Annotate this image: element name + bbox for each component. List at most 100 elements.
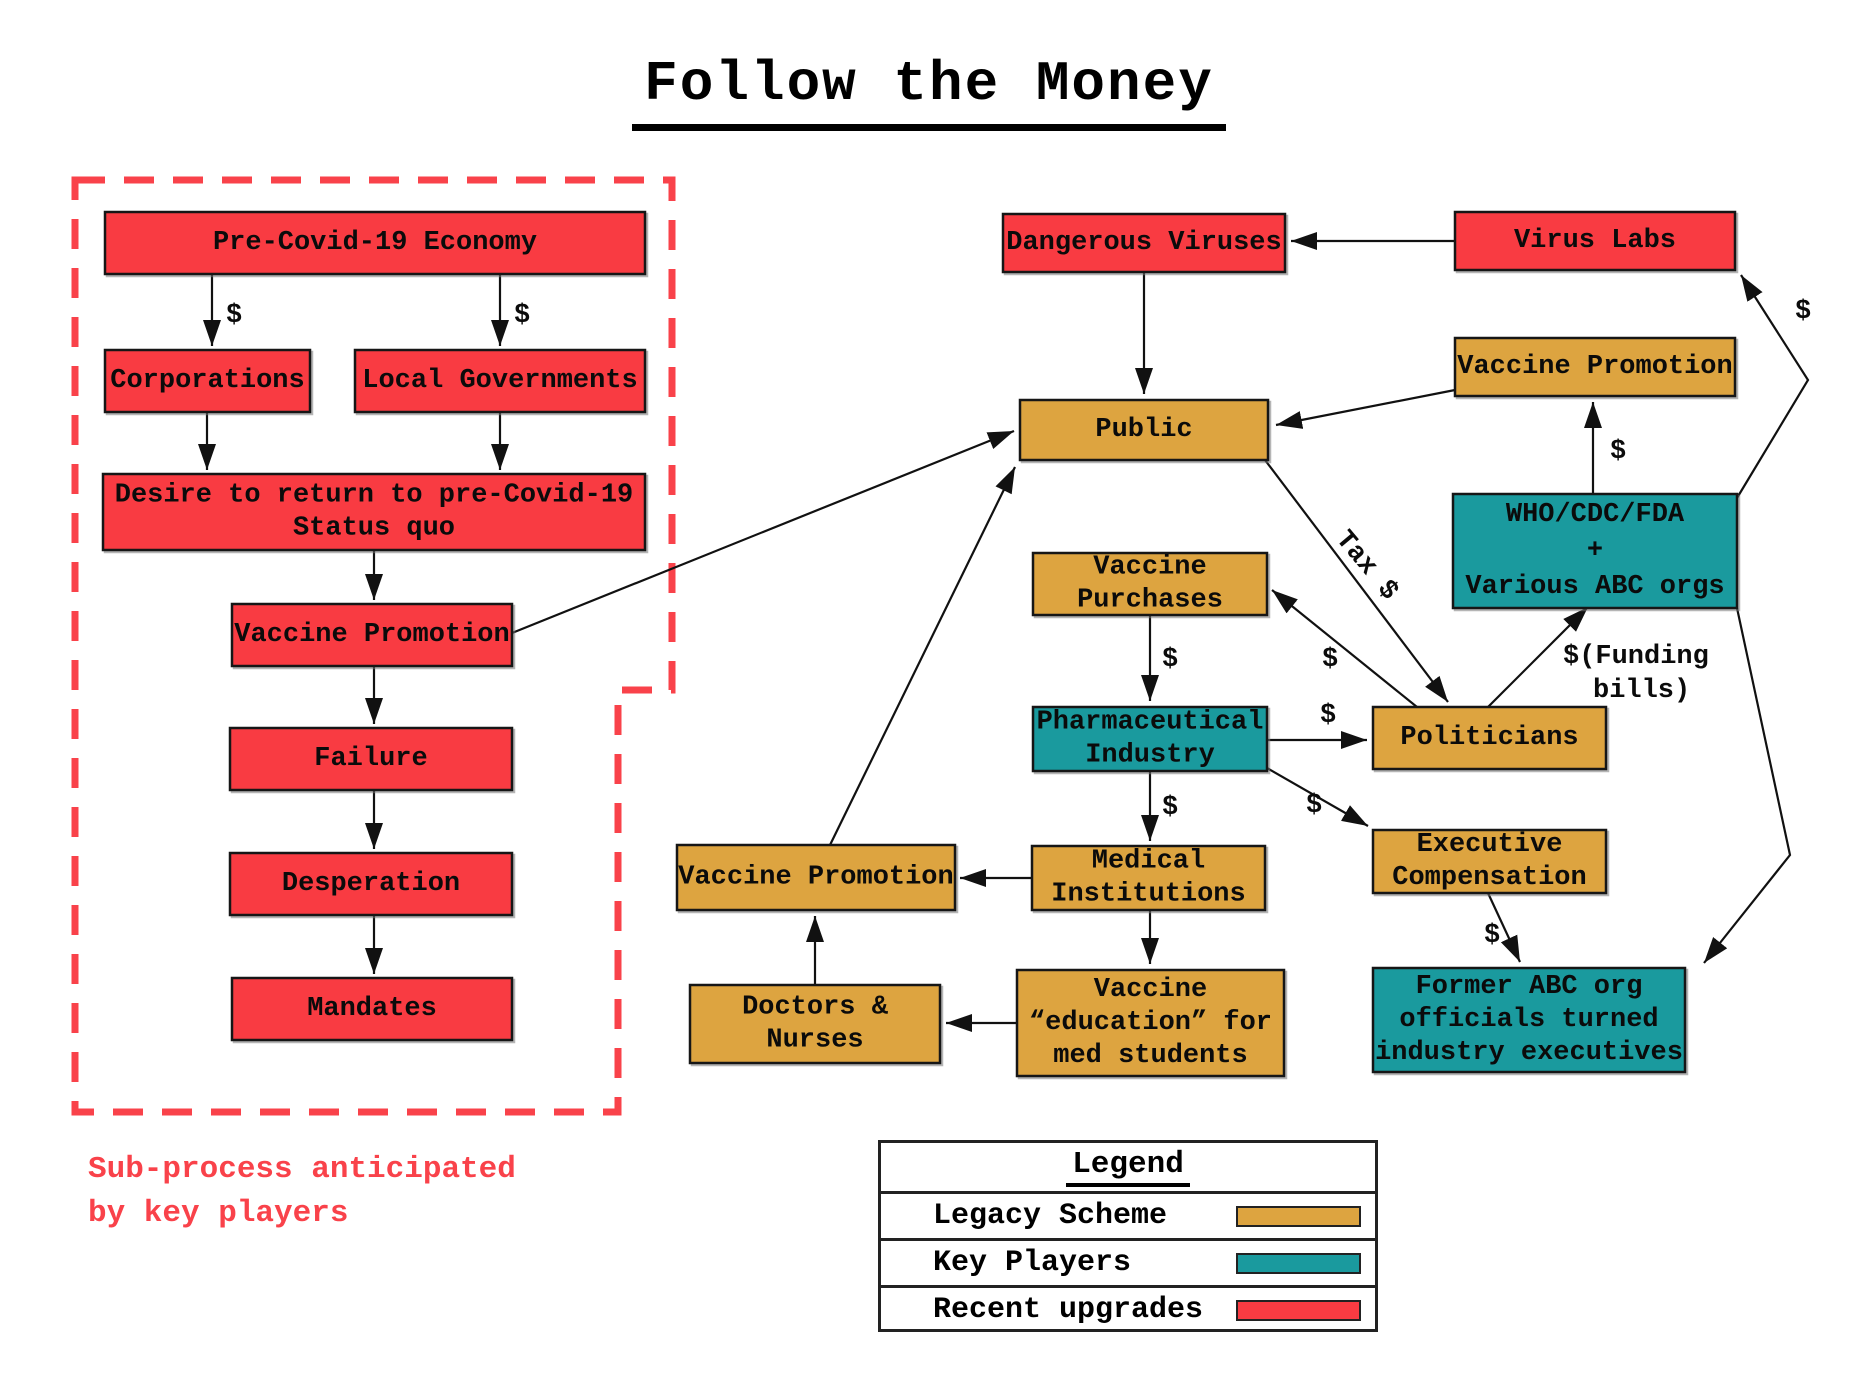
node-failure-box — [228, 726, 514, 792]
legend-row-key-players: Key Players — [881, 1238, 1375, 1285]
node-vaccine-education-box — [1015, 968, 1286, 1078]
node-dangerous-viruses: Dangerous Viruses — [1001, 212, 1287, 274]
edge-who-to-vaccine-promotion-right-label-0: $ — [1610, 437, 1626, 467]
edge-vaccine-promotion-right-to-public — [1275, 388, 1456, 429]
edge-who-to-former-abc — [1703, 607, 1792, 964]
legend-swatch-recent-upgrades — [1236, 1299, 1361, 1321]
node-vaccine-promotion-center-label: Vaccine Promotion — [678, 863, 953, 893]
node-vaccine-promotion-center: Vaccine Promotion — [675, 843, 957, 912]
node-local-governments: Local Governments — [353, 348, 647, 414]
node-desire-return-box — [101, 472, 647, 552]
node-pre-covid-economy: Pre-Covid-19 Economy — [103, 210, 647, 276]
node-medical-institutions-box — [1030, 844, 1267, 912]
node-virus-labs-box — [1453, 210, 1737, 272]
edge-politicians-to-who-label-1: bills) — [1593, 676, 1690, 706]
node-vaccine-promotion-left-label: Vaccine Promotion — [234, 620, 509, 650]
node-politicians-box — [1371, 705, 1608, 771]
node-failure: Failure — [228, 726, 514, 792]
subprocess-outline — [71, 176, 676, 1116]
node-mandates: Mandates — [230, 976, 514, 1042]
node-corporations-label: Corporations — [110, 366, 304, 396]
node-mandates-label: Mandates — [307, 994, 437, 1024]
node-public: Public — [1018, 398, 1270, 462]
node-corporations-box — [103, 348, 312, 414]
node-pre-covid-economy-label: Pre-Covid-19 Economy — [213, 228, 537, 258]
node-desperation: Desperation — [228, 851, 514, 917]
subprocess-footnote-line1: Sub-process anticipated — [88, 1152, 516, 1187]
legend-title: Legend — [1066, 1147, 1190, 1187]
node-dangerous-viruses-label: Dangerous Viruses — [1006, 228, 1281, 258]
edge-economy-to-local-governments-label-0: $ — [514, 301, 530, 331]
edge-executive-compensation-to-former-abc — [1487, 892, 1521, 963]
node-pharmaceutical-industry-box — [1031, 705, 1269, 773]
edge-pharma-to-politicians-label-0: $ — [1320, 701, 1336, 731]
node-vaccine-purchases-box — [1031, 551, 1269, 617]
legend-swatch-legacy-scheme — [1236, 1205, 1361, 1227]
node-corporations: Corporations — [103, 348, 312, 414]
legend-label-recent-upgrades: Recent upgrades — [933, 1293, 1204, 1327]
legend-row-legacy-scheme: Legacy Scheme — [881, 1191, 1375, 1238]
edge-politicians-to-vaccine-purchases — [1271, 589, 1418, 708]
edge-politicians-to-vaccine-purchases-label-0: $ — [1322, 645, 1338, 675]
subprocess-footnote: Sub-process anticipated by key players — [88, 1148, 516, 1236]
edge-public-to-politicians — [1264, 459, 1449, 703]
node-vaccine-promotion-right-label: Vaccine Promotion — [1457, 352, 1732, 382]
node-pre-covid-economy-box — [103, 210, 647, 276]
node-virus-labs: Virus Labs — [1453, 210, 1737, 272]
node-vaccine-promotion-center-box — [675, 843, 957, 912]
node-public-box — [1018, 398, 1270, 462]
legend-row-recent-upgrades: Recent upgrades — [881, 1285, 1375, 1332]
node-executive-compensation-box — [1371, 828, 1608, 895]
node-dangerous-viruses-box — [1001, 212, 1287, 274]
edge-economy-to-corporations-label-0: $ — [226, 301, 242, 331]
node-desperation-label: Desperation — [282, 869, 460, 899]
edge-executive-compensation-to-former-abc-label-0: $ — [1484, 921, 1500, 951]
edge-who-to-virus-labs — [1736, 274, 1810, 499]
node-public-label: Public — [1095, 415, 1192, 445]
node-who-cdc-fda-box — [1451, 492, 1739, 610]
page-title-text: Follow the Money — [632, 52, 1226, 131]
node-vaccine-promotion-right: Vaccine Promotion — [1453, 336, 1737, 398]
node-vaccine-promotion-left: Vaccine Promotion — [230, 602, 514, 668]
subprocess-footnote-line2: by key players — [88, 1196, 349, 1232]
edge-pharma-to-executive-compensation-label-0: $ — [1306, 791, 1322, 821]
node-doctors-nurses-label: Doctors &Nurses — [742, 993, 889, 1056]
node-local-governments-box — [353, 348, 647, 414]
node-doctors-nurses: Doctors &Nurses — [688, 983, 942, 1065]
node-politicians: Politicians — [1371, 705, 1608, 771]
node-who-cdc-fda-label: WHO/CDC/FDA+Various ABC orgs — [1465, 500, 1724, 602]
legend-header: Legend — [881, 1143, 1375, 1191]
legend: Legend Legacy Scheme Key Players Recent … — [878, 1140, 1378, 1332]
edge-politicians-to-who-label-0: $(Funding — [1563, 642, 1709, 672]
edge-who-to-virus-labs-label-0: $ — [1795, 297, 1811, 327]
node-vaccine-promotion-left-box — [230, 602, 514, 668]
node-mandates-box — [230, 976, 514, 1042]
edge-vaccine-promotion-left-to-public — [511, 429, 1015, 635]
edge-vaccine-purchases-to-pharma-label-0: $ — [1162, 645, 1178, 675]
node-vaccine-promotion-right-box — [1453, 336, 1737, 398]
node-local-governments-label: Local Governments — [362, 366, 637, 396]
legend-swatch-key-players — [1236, 1252, 1361, 1274]
edge-pharma-to-executive-compensation — [1266, 767, 1369, 827]
node-virus-labs-label: Virus Labs — [1514, 226, 1676, 256]
node-former-abc-officials-box — [1371, 966, 1687, 1074]
legend-label-legacy-scheme: Legacy Scheme — [933, 1199, 1168, 1233]
node-failure-label: Failure — [314, 744, 427, 774]
node-doctors-nurses-box — [688, 983, 942, 1065]
